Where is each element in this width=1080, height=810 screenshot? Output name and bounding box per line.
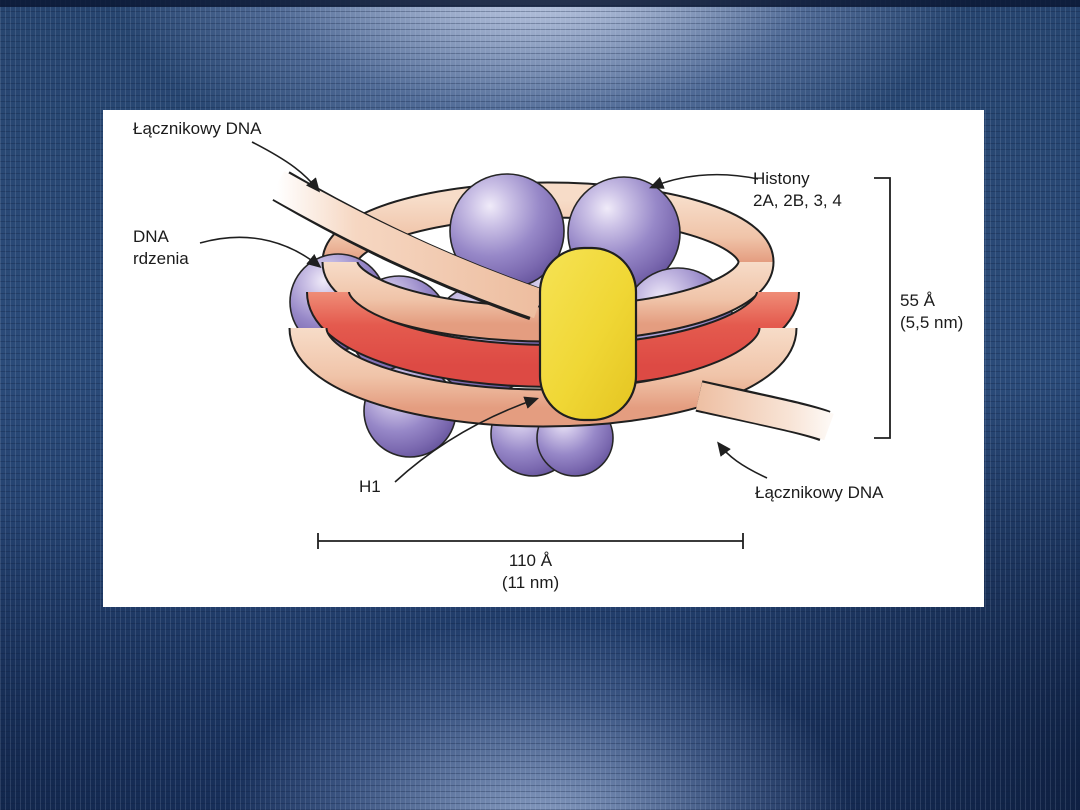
label-histones-line1: Histony (753, 169, 810, 188)
label-linker-dna-top: Łącznikowy DNA (133, 119, 262, 138)
label-height-nm: (5,5 nm) (900, 312, 964, 332)
label-core-dna-line2: rdzenia (133, 248, 189, 268)
label-width-angstrom: 110 Å (508, 551, 553, 570)
annotation-arrows (199, 141, 768, 483)
label-width-nm: (11 nm) (501, 572, 560, 592)
arrow-linker-dna-bottom (717, 441, 768, 479)
label-height-angstrom: 55 Å (900, 291, 935, 310)
label-height-measurement: 55 Å (5,5 nm) (900, 290, 963, 334)
arrow-histones (649, 173, 759, 189)
h1-histone-capsule (538, 246, 638, 422)
dna-ring-bottom (288, 326, 798, 428)
linker-dna-tail-bottom-right (695, 380, 834, 442)
label-core-dna-line1: DNA (133, 227, 169, 246)
arrow-core-dna (199, 236, 322, 269)
height-bracket (874, 177, 891, 439)
slide-top-edge (0, 0, 1080, 7)
label-h1: H1 (359, 477, 381, 496)
label-histones-line2: 2A, 2B, 3, 4 (753, 190, 842, 210)
label-core-dna: DNA rdzenia (133, 226, 189, 270)
nucleosome-figure-panel: Łącznikowy DNA DNA rdzenia Histony 2A, 2… (103, 110, 984, 607)
arrow-linker-dna-top (251, 141, 321, 193)
label-linker-dna-bottom: Łącznikowy DNA (755, 483, 884, 502)
nucleosome-diagram-svg (199, 141, 891, 549)
linker-dna-tail-top-left (269, 170, 544, 321)
label-width-measurement: 110 Å (11 nm) (318, 550, 743, 594)
width-scale-bar (317, 533, 744, 549)
label-histones: Histony 2A, 2B, 3, 4 (753, 168, 842, 212)
arrow-h1 (394, 396, 540, 483)
